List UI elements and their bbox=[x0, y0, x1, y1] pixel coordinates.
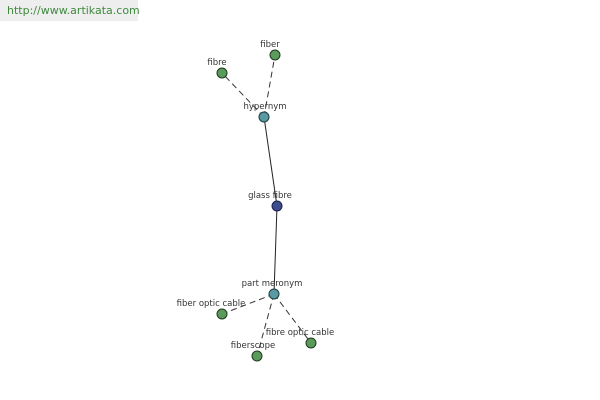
node-glass-fibre-dot[interactable] bbox=[271, 200, 283, 212]
node-part-meronym-label: part meronym bbox=[242, 279, 303, 289]
node-hypernym-dot[interactable] bbox=[258, 111, 270, 123]
node-fiber-optic-cable-dot[interactable] bbox=[216, 308, 228, 320]
node-fibre-optic-cable-label: fibre optic cable bbox=[266, 328, 335, 338]
node-fiberscope[interactable]: fiberscope bbox=[231, 341, 275, 362]
node-fiberscope-label: fiberscope bbox=[231, 341, 275, 351]
node-glass-fibre[interactable]: glass fibre bbox=[248, 191, 292, 212]
node-fibre-label: fibre bbox=[207, 58, 226, 68]
node-fibre-optic-cable[interactable]: fibre optic cable bbox=[266, 328, 335, 349]
node-fiberscope-dot[interactable] bbox=[251, 350, 263, 362]
node-hypernym[interactable]: hypernym bbox=[243, 102, 287, 123]
node-fiber-label: fiber bbox=[260, 40, 280, 50]
edge-glass-fibre-part-meronym bbox=[273, 205, 278, 295]
node-fibre-dot[interactable] bbox=[216, 67, 228, 79]
edge-hypernym-glass-fibre bbox=[263, 116, 278, 207]
node-fiber-optic-cable-label: fiber optic cable bbox=[177, 299, 246, 309]
node-fibre[interactable]: fibre bbox=[207, 58, 228, 79]
graph-edges bbox=[221, 54, 312, 357]
site-url-banner[interactable]: http://www.artikata.com bbox=[0, 0, 140, 21]
node-glass-fibre-label: glass fibre bbox=[248, 191, 292, 201]
node-fibre-optic-cable-dot[interactable] bbox=[305, 337, 317, 349]
node-fiber-optic-cable[interactable]: fiber optic cable bbox=[177, 299, 246, 320]
site-url-link[interactable]: http://www.artikata.com bbox=[7, 4, 140, 17]
edge-part-meronym-fibre-optic-cable bbox=[273, 293, 312, 344]
node-hypernym-label: hypernym bbox=[243, 102, 286, 112]
edge-hypernym-fibre bbox=[221, 72, 265, 118]
node-fiber-dot[interactable] bbox=[269, 49, 281, 61]
node-fiber[interactable]: fiber bbox=[260, 40, 281, 61]
edge-part-meronym-fiberscope bbox=[256, 293, 275, 357]
node-part-meronym[interactable]: part meronym bbox=[242, 279, 303, 300]
graph-nodes[interactable]: fiber fibre hypernym glass fibre part me… bbox=[177, 40, 335, 362]
node-part-meronym-dot[interactable] bbox=[268, 288, 280, 300]
edge-hypernym-fiber bbox=[263, 54, 276, 118]
